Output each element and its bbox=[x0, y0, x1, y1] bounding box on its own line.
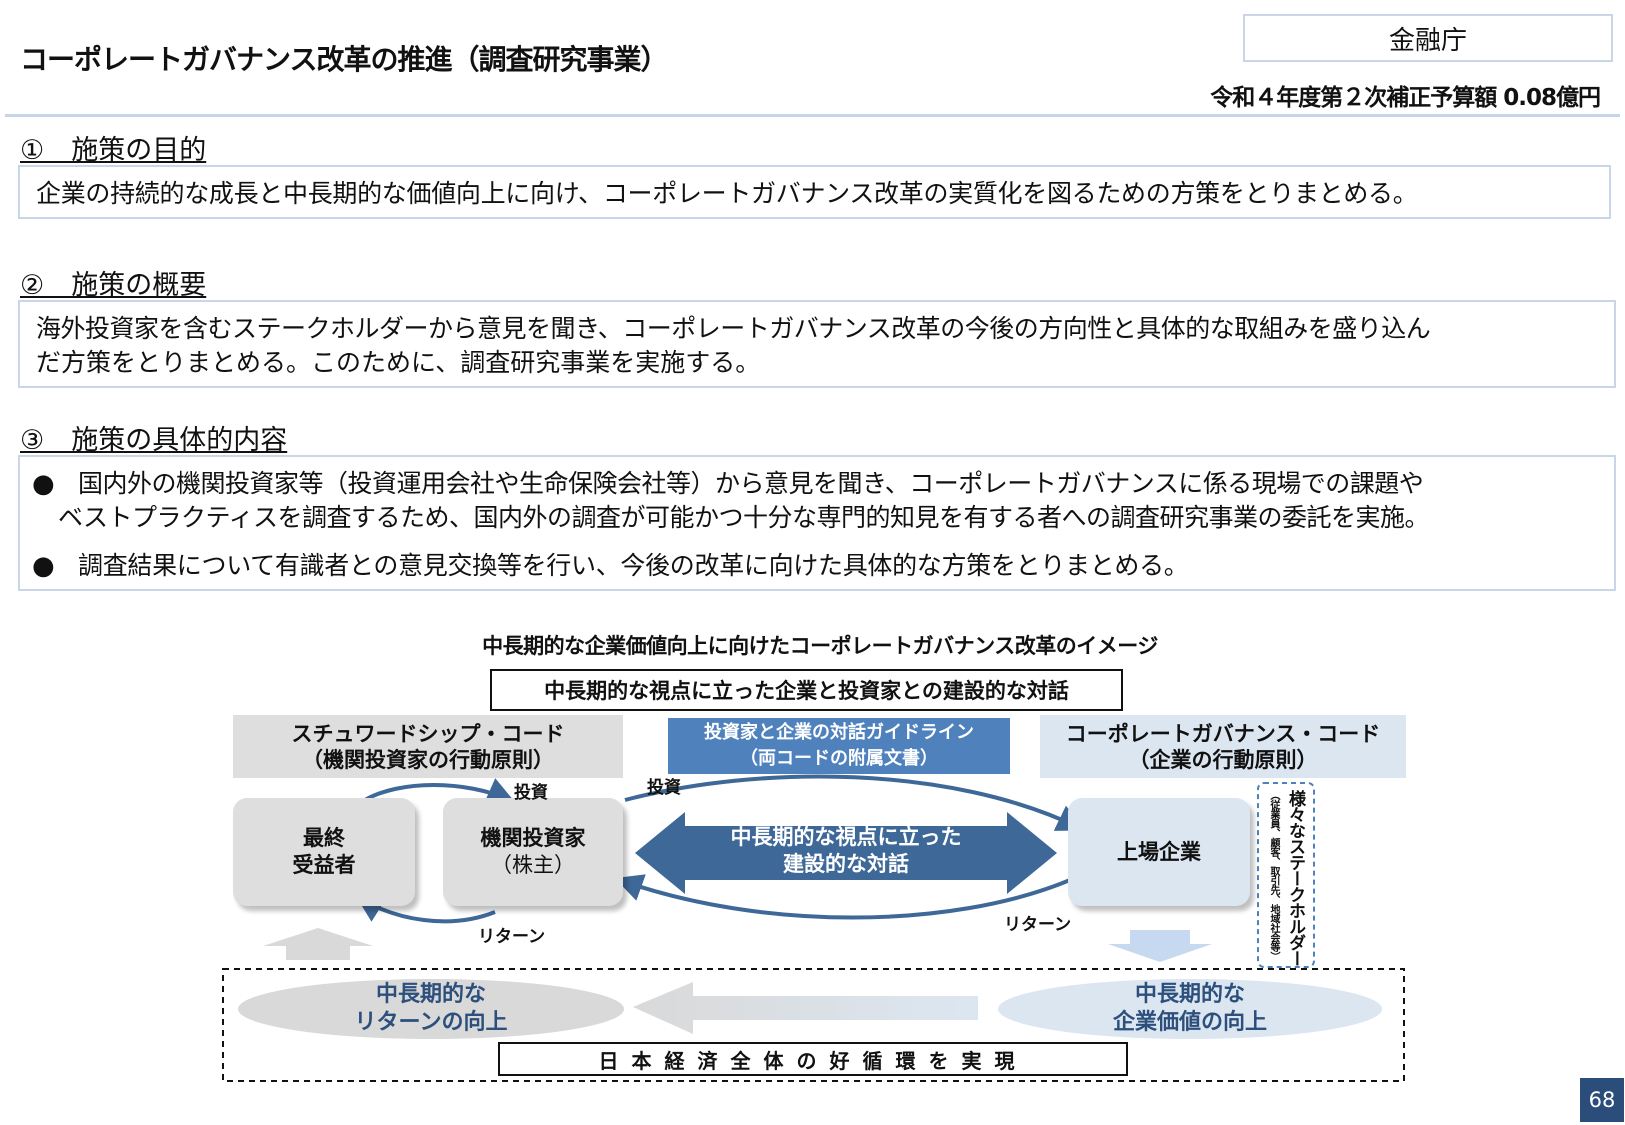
invest-label-left: 投資 bbox=[514, 783, 548, 803]
bullet1-line2: ベストプラクティスを調査するため、国内外の調査が可能かつ十分な専門的知見を有する… bbox=[58, 503, 1430, 532]
bullet-icon: ● bbox=[32, 469, 55, 499]
bullet-icon: ● bbox=[32, 551, 55, 581]
economy-circle-box: 日本経済全体の好循環を実現 bbox=[498, 1042, 1128, 1076]
left-flow-arrow bbox=[633, 982, 978, 1034]
bullet2-text: 調査結果について有識者との意見交換等を行い、今後の改革に向けた具体的な方策をとり… bbox=[78, 551, 1189, 580]
beneficiary-line1: 最終 bbox=[303, 826, 345, 850]
company-label: 上場企業 bbox=[1117, 839, 1201, 864]
section1-box: 企業の持続的な成長と中長期的な価値向上に向け、コーポレートガバナンス改革の実質化… bbox=[18, 165, 1611, 219]
agency-label: 金融庁 bbox=[1243, 14, 1613, 62]
section1-text: 企業の持続的な成長と中長期的な価値向上に向け、コーポレートガバナンス改革の実質化… bbox=[36, 179, 1418, 208]
guideline-box: 投資家と企業の対話ガイドライン （両コードの附属文書） bbox=[668, 718, 1010, 774]
section3-box: ● 国内外の機関投資家等（投資運用会社や生命保険会社等）から意見を聞き、コーポレ… bbox=[18, 455, 1616, 591]
cg-code-box: コーポレートガバナンス・コード （企業の行動原則） bbox=[1040, 715, 1406, 778]
stakeholder-box bbox=[1257, 782, 1315, 968]
stakeholder-label: 様々なステークホルダー （従業員、顧客、取引先、地域社会等） bbox=[1262, 790, 1312, 966]
budget-amount: 令和４年度第２次補正予算額 0.08億円 bbox=[1210, 85, 1601, 111]
company-node: 上場企業 bbox=[1068, 798, 1250, 906]
up-arrow bbox=[263, 928, 373, 960]
section2-line2: だ方策をとりまとめる。このために、調査研究事業を実施する。 bbox=[36, 348, 761, 377]
bullet-item-1: ● 国内外の機関投資家等（投資運用会社や生命保険会社等）から意見を聞き、コーポレ… bbox=[32, 467, 1602, 535]
value-ellipse bbox=[998, 979, 1382, 1039]
return-up-line1: 中長期的な bbox=[375, 982, 486, 1007]
guideline-subtitle: （両コードの附属文書） bbox=[740, 748, 938, 769]
page-title: コーポレートガバナンス改革の推進（調査研究事業） bbox=[20, 43, 668, 76]
section3-heading: ③ 施策の具体的内容 bbox=[20, 425, 288, 456]
dialog-box: 中長期的な視点に立った企業と投資家との建設的な対話 bbox=[490, 669, 1123, 711]
bullet1-line1: 国内外の機関投資家等（投資運用会社や生命保険会社等）から意見を聞き、コーポレート… bbox=[78, 469, 1424, 498]
section2-box: 海外投資家を含むステークホルダーから意見を聞き、コーポレートガバナンス改革の今後… bbox=[18, 300, 1616, 388]
investor-node: 機関投資家 （株主） bbox=[443, 798, 623, 906]
invest-label-right: 投資 bbox=[647, 778, 681, 798]
return-label-left: リターン bbox=[478, 927, 546, 947]
section2-line1: 海外投資家を含むステークホルダーから意見を聞き、コーポレートガバナンス改革の今後… bbox=[36, 314, 1431, 343]
beneficiary-node: 最終 受益者 bbox=[233, 798, 415, 906]
down-arrow bbox=[1108, 930, 1212, 962]
section2-heading: ② 施策の概要 bbox=[20, 270, 207, 301]
bullet-item-2: ● 調査結果について有識者との意見交換等を行い、今後の改革に向けた具体的な方策を… bbox=[32, 549, 1602, 583]
value-up-line1: 中長期的な bbox=[1134, 982, 1245, 1007]
stewardship-code-title: スチュワードシップ・コード bbox=[291, 721, 565, 746]
cg-code-title: コーポレートガバナンス・コード bbox=[1065, 721, 1381, 746]
beneficiary-line2: 受益者 bbox=[292, 853, 356, 877]
return-label-right: リターン bbox=[1004, 915, 1072, 935]
section1-heading: ① 施策の目的 bbox=[20, 135, 207, 166]
invest-arrow-left bbox=[364, 778, 516, 804]
diagram-title: 中長期的な企業価値向上に向けたコーポレートガバナンス改革のイメージ bbox=[482, 634, 1158, 658]
cg-code-subtitle: （企業の行動原則） bbox=[1128, 747, 1318, 772]
stewardship-code-box: スチュワードシップ・コード （機関投資家の行動原則） bbox=[233, 715, 623, 778]
center-arrow-text: 中長期的な視点に立った 建設的な対話 bbox=[690, 824, 1002, 878]
dialog-double-arrow bbox=[635, 812, 1057, 894]
economy-dashed-box bbox=[222, 968, 1405, 1082]
value-up-text: 中長期的な 企業価値の向上 bbox=[998, 980, 1382, 1038]
return-arrow-right bbox=[614, 874, 1071, 920]
guideline-title: 投資家と企業の対話ガイドライン bbox=[704, 722, 974, 743]
center-arrow-line2: 建設的な対話 bbox=[783, 852, 909, 876]
investor-line2: （株主） bbox=[491, 853, 575, 877]
return-up-text: 中長期的な リターンの向上 bbox=[238, 980, 624, 1038]
stakeholder-main: 様々なステークホルダー bbox=[1285, 790, 1305, 966]
investor-line1: 機関投資家 bbox=[480, 826, 586, 850]
header-divider bbox=[5, 114, 1620, 117]
return-up-line2: リターンの向上 bbox=[354, 1010, 508, 1035]
stakeholder-sub: （従業員、顧客、取引先、地域社会等） bbox=[1268, 790, 1279, 961]
value-up-line2: 企業価値の向上 bbox=[1112, 1010, 1267, 1035]
stewardship-code-subtitle: （機関投資家の行動原則） bbox=[302, 747, 554, 772]
invest-arrow-right bbox=[624, 774, 1086, 831]
center-arrow-line1: 中長期的な視点に立った bbox=[730, 825, 962, 849]
return-ellipse bbox=[238, 979, 624, 1039]
page-number: 68 bbox=[1580, 1078, 1624, 1122]
